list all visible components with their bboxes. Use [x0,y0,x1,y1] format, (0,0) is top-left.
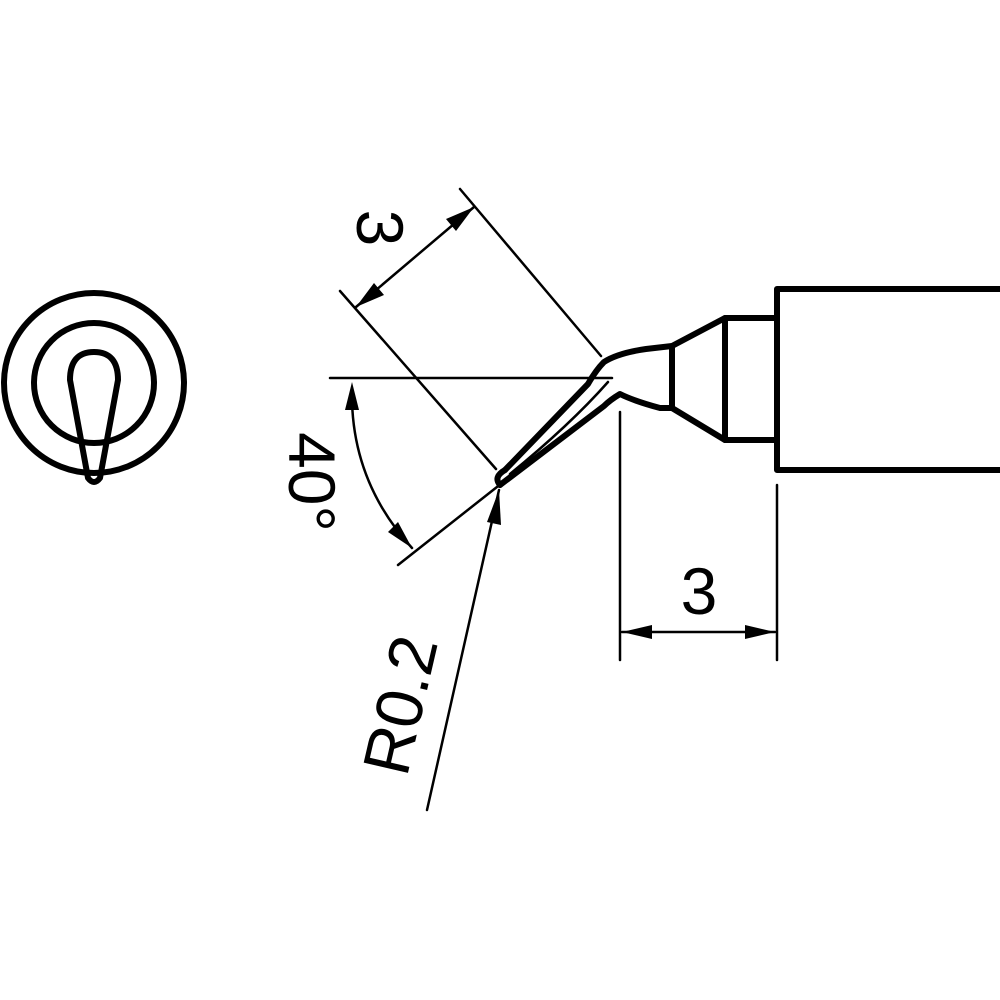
tip-upper-edge [502,343,675,473]
bent-length-label: 3 [681,554,718,628]
offset-arrow-head-bottom [356,283,384,307]
tip-shank-outline [774,286,1000,473]
offset-length-label: 3 [343,210,417,247]
end-view-outer-circle [1,290,187,476]
radius-leader-line [425,488,501,812]
tip-lower-edge [497,391,675,488]
offset-length-dimension: 3 [338,187,603,471]
bend-angle-label: 40° [275,432,349,532]
tip-radius-label: R0.2 [348,629,451,781]
bent-length-dimension: 3 [618,410,779,662]
tip-center-highlight [508,380,610,476]
extension-line-lower [338,289,498,471]
angle-arrow-head-top [345,382,359,410]
bent-arrow-head-left [622,625,652,639]
extension-line-upper [458,187,603,358]
tip-taper-outline [669,315,728,443]
angle-arc [350,387,414,550]
tip-rounded-point [494,467,508,488]
end-view-inner-circle [31,320,157,446]
bend-angle-dimension: 40° [275,376,614,567]
angle-arrow-head-bottom [388,522,412,548]
tip-radius-dimension: R0.2 [348,488,501,812]
radius-arrow-head [487,490,501,525]
tip-side-view [494,286,1000,488]
angle-extension-line [396,481,504,567]
tip-end-view [1,290,187,485]
tip-collar-outline [722,315,780,443]
offset-arrow-head-top [446,207,474,231]
end-view-tip-profile [67,349,121,485]
bent-arrow-head-right [745,625,775,639]
